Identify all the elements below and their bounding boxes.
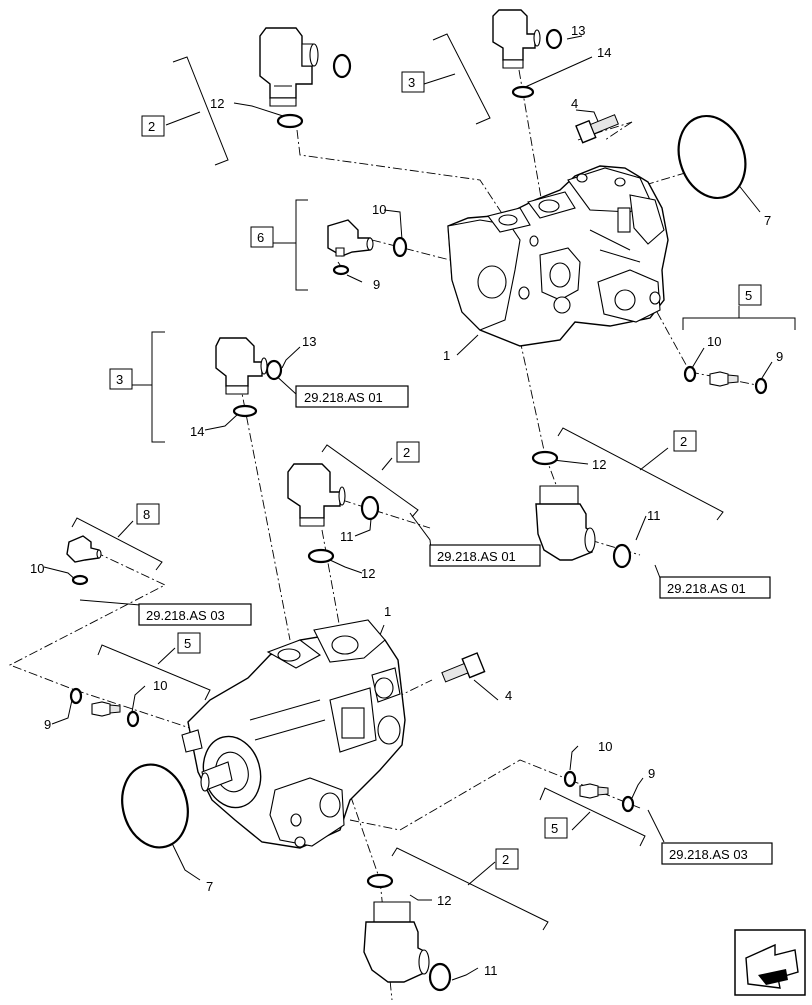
elbow-fitting-right	[535, 485, 596, 561]
oring-10-right	[683, 365, 697, 383]
large-oring-7-top	[677, 114, 747, 200]
reference-boxes: 29.218.AS 01 29.218.AS 01 29.218.AS 01 2…	[138, 385, 773, 865]
oring-9-left	[69, 687, 83, 705]
callout-14: 14	[597, 45, 611, 60]
elbow-fitting-top	[492, 9, 541, 69]
oring-12-bottom	[366, 873, 394, 889]
callout-box-3: 3	[408, 75, 415, 90]
callout-10: 10	[30, 561, 44, 576]
callout-12: 12	[361, 566, 375, 581]
callout-4: 4	[505, 688, 512, 703]
callout-9: 9	[776, 349, 783, 364]
callout-box-2: 2	[502, 852, 509, 867]
oring-12-right	[531, 450, 559, 466]
callout-box-5: 5	[745, 288, 752, 303]
elbow-fitting-3-left	[215, 337, 268, 395]
solid-leader-lines	[43, 35, 773, 981]
callout-11: 11	[484, 963, 498, 978]
elbow-fitting-top-left	[259, 27, 319, 107]
oring-9-right	[754, 377, 768, 395]
callout-box-2: 2	[148, 119, 155, 134]
elbow-fitting-mid	[287, 463, 346, 527]
o-rings	[69, 28, 768, 992]
callout-box-6: 6	[257, 230, 264, 245]
oring-13-top	[545, 28, 563, 50]
callout-10: 10	[598, 739, 612, 754]
boxed-callouts: 2 3 6 5 3 2 2 8 5 5 2	[109, 71, 762, 870]
reference-link[interactable]: 29.218.AS 03	[669, 847, 748, 862]
callout-9: 9	[648, 766, 655, 781]
oring-9-mid	[332, 264, 350, 276]
oring-10-left	[71, 574, 89, 586]
oring-14-top	[511, 85, 535, 99]
oring-topleft-fitting	[332, 53, 352, 79]
callout-12: 12	[437, 893, 451, 908]
callout-box-5: 5	[551, 821, 558, 836]
reference-link[interactable]: 29.218.AS 01	[437, 549, 516, 564]
callout-1: 1	[443, 348, 450, 363]
callout-13: 13	[302, 334, 316, 349]
callout-11: 11	[340, 529, 354, 544]
reference-link[interactable]: 29.218.AS 01	[667, 581, 746, 596]
callout-box-5: 5	[184, 636, 191, 651]
oring-9-bottomright	[621, 795, 635, 813]
oring-11-right	[612, 543, 632, 569]
reference-link[interactable]: 29.218.AS 03	[146, 608, 225, 623]
callout-10: 10	[372, 202, 386, 217]
callout-9: 9	[44, 717, 51, 732]
elbow-fitting-6	[327, 219, 374, 257]
oring-11-bottom	[428, 962, 452, 992]
callout-12: 12	[592, 457, 606, 472]
bolt-4-top	[575, 114, 619, 144]
callout-box-8: 8	[143, 507, 150, 522]
reference-link[interactable]: 29.218.AS 01	[304, 390, 383, 405]
callout-10: 10	[153, 678, 167, 693]
callout-numbers: 13 14 4 12 7 10 9 1 10 9 13 14 12 11 11 …	[30, 23, 783, 978]
callout-box-2: 2	[680, 434, 687, 449]
adapter-5-bottomright	[579, 783, 609, 799]
callout-7: 7	[764, 213, 771, 228]
adapter-5-left	[91, 701, 121, 717]
adapter-5-right	[709, 371, 739, 387]
callout-12: 12	[210, 96, 224, 111]
bolt-4-bottom	[441, 652, 486, 683]
elbow-fitting-bottom	[363, 901, 430, 983]
oring-11-mid	[360, 495, 380, 521]
oring-12-topleft	[276, 113, 304, 129]
callout-box-3: 3	[116, 372, 123, 387]
pump-assembly-top	[447, 165, 669, 347]
pump-assembly-bottom	[181, 619, 406, 849]
oring-12-mid	[307, 548, 335, 564]
callout-10: 10	[707, 334, 721, 349]
elbow-fitting-8	[66, 535, 102, 563]
brackets	[71, 33, 796, 931]
callout-box-2: 2	[403, 445, 410, 460]
callout-14: 14	[190, 424, 204, 439]
large-oring-7-bottom	[121, 763, 189, 849]
callout-1: 1	[384, 604, 391, 619]
callout-11: 11	[647, 508, 661, 523]
oring-14-left	[232, 404, 258, 418]
oring-10-left2	[126, 710, 140, 728]
callout-13: 13	[571, 23, 585, 38]
oring-10-bottomright	[563, 770, 577, 788]
callout-7: 7	[206, 879, 213, 894]
callout-4: 4	[571, 96, 578, 111]
arrow-next-icon[interactable]	[734, 929, 806, 996]
callout-9: 9	[373, 277, 380, 292]
oring-13-left	[265, 359, 283, 381]
oring-10-mid	[392, 236, 408, 258]
